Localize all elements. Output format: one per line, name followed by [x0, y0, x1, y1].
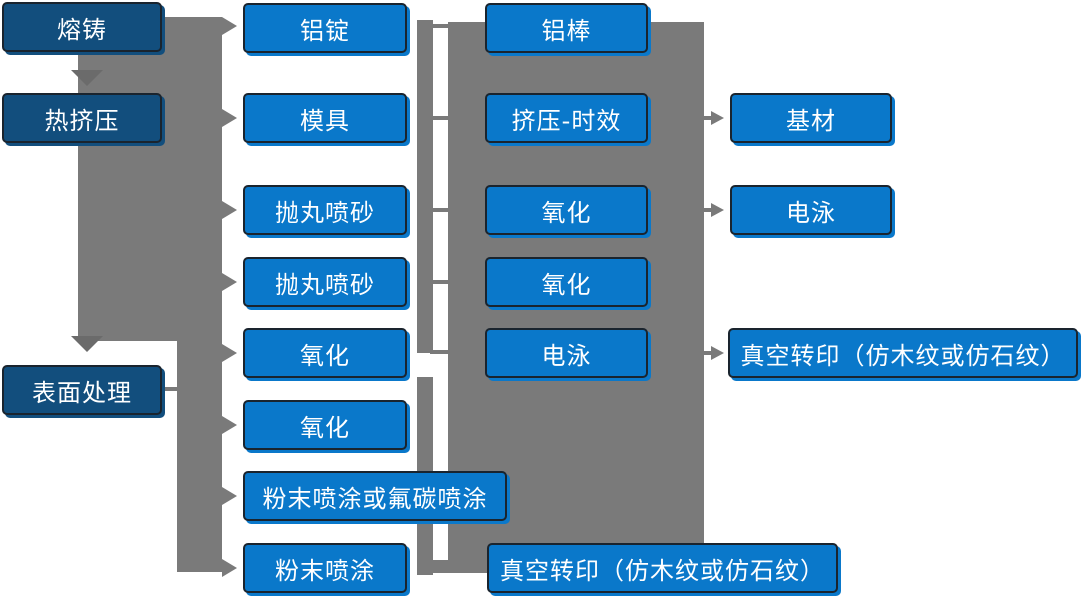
connector-trunk-lower [177, 341, 222, 572]
node-powder-or-fluorocarbon-coating: 粉末喷涂或氟碳喷涂 [243, 471, 507, 521]
node-aluminum-rod: 铝棒 [485, 3, 648, 53]
connector-arrow-tail [704, 208, 712, 212]
node-electrophoresis-1: 电泳 [485, 328, 648, 378]
connector-arrow-tail [704, 351, 712, 355]
arrow-right-icon [222, 416, 237, 434]
arrow-right-icon [711, 203, 724, 217]
connector-stub [430, 280, 450, 284]
node-base-material: 基材 [730, 93, 892, 143]
arrow-right-icon [222, 273, 237, 291]
arrow-right-icon [222, 201, 237, 219]
connector-midbar-upper [417, 20, 433, 353]
node-electrophoresis-2: 电泳 [730, 185, 892, 235]
node-powder-coating: 粉末喷涂 [243, 543, 407, 593]
arrow-right-icon [222, 17, 237, 35]
arrow-right-icon [711, 346, 724, 360]
connector-surface-stub [162, 387, 178, 391]
connector-arrow-tail [704, 116, 712, 120]
node-vacuum-transfer-print-bottom: 真空转印（仿木纹或仿石纹） [487, 543, 838, 593]
node-aluminum-ingot: 铝锭 [243, 3, 407, 53]
node-hot-extrusion: 热挤压 [2, 93, 162, 143]
arrow-right-icon [222, 344, 237, 362]
connector-stub [430, 116, 450, 120]
connector-trunk-top [163, 17, 222, 53]
node-surface-treatment: 表面处理 [2, 365, 162, 415]
connector-stub [430, 24, 450, 28]
node-oxidation-2: 氧化 [243, 400, 407, 450]
node-shot-blasting-1: 抛丸喷砂 [243, 185, 407, 235]
node-oxidation-4: 氧化 [485, 257, 648, 307]
node-vacuum-transfer-print-right: 真空转印（仿木纹或仿石纹） [728, 328, 1078, 378]
arrow-right-icon [711, 111, 724, 125]
node-extrusion-aging: 挤压-时效 [485, 93, 648, 143]
node-shot-blasting-2: 抛丸喷砂 [243, 257, 407, 307]
connector-stub [430, 350, 450, 354]
arrow-down-icon [71, 70, 103, 86]
connector-stub [430, 208, 450, 212]
node-oxidation-3: 氧化 [485, 185, 648, 235]
arrow-right-icon [222, 487, 237, 505]
arrow-right-icon [222, 559, 237, 577]
node-melting-casting: 熔铸 [2, 2, 162, 52]
node-mold: 模具 [243, 93, 407, 143]
arrow-down-icon [71, 336, 103, 352]
node-oxidation-1: 氧化 [243, 328, 407, 378]
arrow-right-icon [222, 109, 237, 127]
